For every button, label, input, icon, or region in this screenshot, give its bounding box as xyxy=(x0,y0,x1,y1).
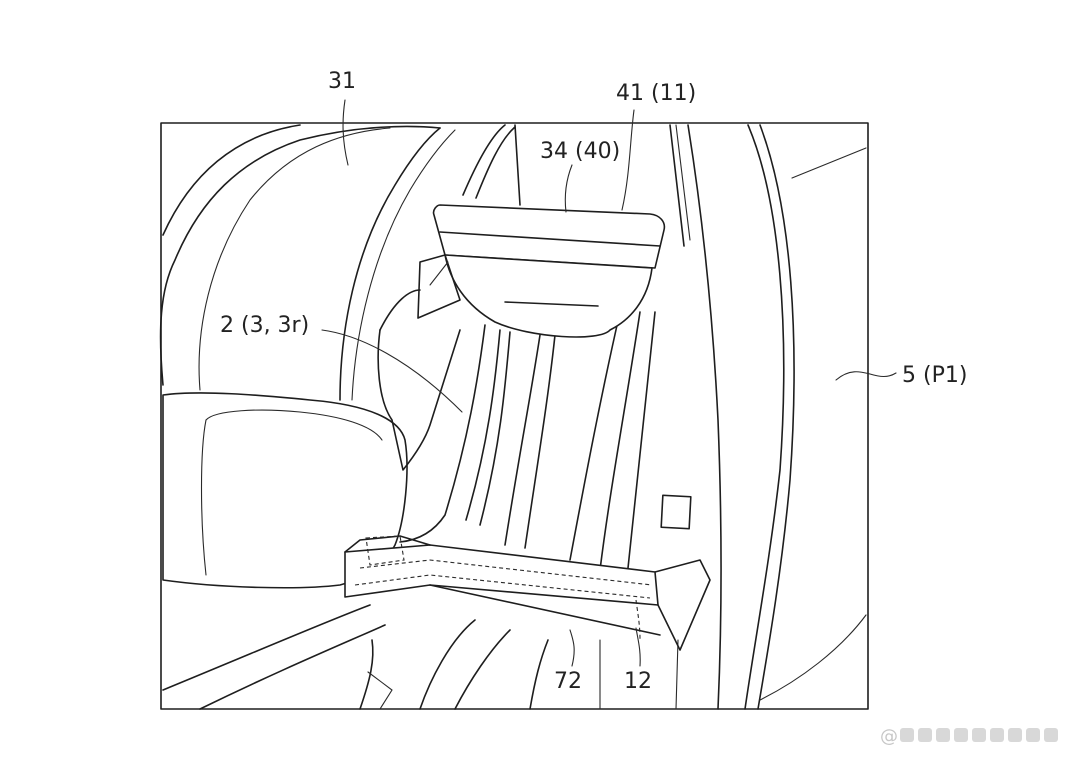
watermark-handle: @ xyxy=(880,726,898,747)
seat-back xyxy=(159,124,456,401)
rail-assembly xyxy=(344,324,711,651)
leader-lines xyxy=(321,99,897,667)
label-lower-b: 12 xyxy=(624,669,652,694)
label-lower-a: 72 xyxy=(554,669,582,694)
label-rail: 2 (3, 3r) xyxy=(220,313,309,338)
center-console xyxy=(462,124,692,710)
floor-contours xyxy=(162,604,549,710)
label-door-panel: 5 (P1) xyxy=(902,363,967,388)
door-panel xyxy=(669,124,867,710)
label-lid: 34 (40) xyxy=(540,139,620,164)
seat-armrest xyxy=(162,289,461,589)
watermark: @ xyxy=(880,726,1058,747)
figure-frame xyxy=(160,122,869,710)
label-upper-box: 41 (11) xyxy=(616,81,696,106)
upper-storage-box xyxy=(417,204,666,338)
label-seat-back: 31 xyxy=(328,69,356,94)
